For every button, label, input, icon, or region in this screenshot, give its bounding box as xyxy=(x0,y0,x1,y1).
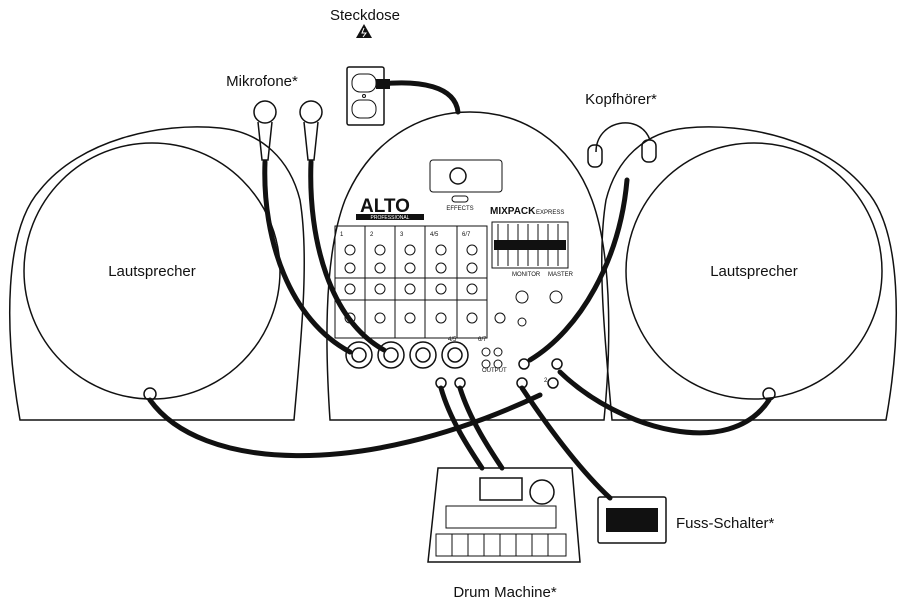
line-out-jack[interactable] xyxy=(547,377,559,389)
drum-machine: Drum Machine* xyxy=(427,467,581,601)
drum-machine-label: Drum Machine* xyxy=(453,584,557,601)
drum-machine-dial[interactable] xyxy=(529,479,555,505)
rca-jack-4[interactable] xyxy=(493,359,503,369)
right-speaker: Lautsprecher xyxy=(601,126,897,421)
power-outlet: Steckdose xyxy=(330,7,461,126)
effects-knob[interactable] xyxy=(449,167,467,185)
headphones-right-cup xyxy=(641,139,657,163)
channel-45-label: 4/5 xyxy=(430,232,439,238)
brand-sub-bar xyxy=(356,214,424,220)
channel-1-label: 1 xyxy=(340,232,344,238)
channel-67-label: 6/7 xyxy=(462,232,471,238)
effects-selector-panel xyxy=(429,159,503,193)
master-label: MASTER xyxy=(548,272,574,278)
speaker-left-label: Lautsprecher xyxy=(108,263,196,280)
mixer-unit: EFFECTS ALTO PROFESSIONAL MIXPACK EXPRES… xyxy=(326,111,610,421)
brand-sub: PROFESSIONAL xyxy=(371,215,410,221)
headphone-jack[interactable] xyxy=(518,358,530,370)
footswitch-label: Fuss-Schalter* xyxy=(676,515,775,532)
microphones-label: Mikrofone* xyxy=(226,73,298,90)
monitor-label: MONITOR xyxy=(512,272,541,278)
drum-machine-pads[interactable] xyxy=(435,533,567,557)
warning-icon xyxy=(356,24,372,38)
left-speaker: Lautsprecher xyxy=(9,126,305,421)
jack-2-label: 2 xyxy=(544,378,548,384)
output-label: OUTPUT xyxy=(482,368,507,374)
channel-knobs xyxy=(344,244,506,324)
mic-input-3[interactable] xyxy=(409,341,437,369)
model-suffix: EXPRESS xyxy=(536,210,564,216)
headphones-left-cup xyxy=(587,144,603,168)
master-knob[interactable] xyxy=(549,290,563,304)
output-jack[interactable] xyxy=(551,358,563,370)
rca-jack-2[interactable] xyxy=(493,347,503,357)
footswitch-pedal[interactable] xyxy=(606,508,658,532)
microphones: Mikrofone* xyxy=(226,73,387,355)
cables xyxy=(147,369,772,501)
drum-machine-buttons[interactable] xyxy=(445,505,557,529)
graphic-eq xyxy=(491,221,569,269)
monitor-button[interactable] xyxy=(517,317,527,327)
brand-logo: ALTO xyxy=(360,196,410,217)
effects-label: EFFECTS xyxy=(446,206,473,212)
mic-2-head xyxy=(299,100,323,124)
mic-input-1[interactable] xyxy=(345,341,373,369)
monitor-knob[interactable] xyxy=(515,290,529,304)
headphones: Kopfhörer* xyxy=(527,91,657,363)
model-name: MIXPACK xyxy=(490,206,536,217)
speaker-right-label: Lautsprecher xyxy=(710,263,798,280)
rca-jack-1[interactable] xyxy=(481,347,491,357)
channel-strips xyxy=(334,225,488,339)
mic-1-head xyxy=(253,100,277,124)
footswitch: Fuss-Schalter* xyxy=(597,496,775,544)
mic-input-45[interactable] xyxy=(441,341,469,369)
rca-jack-3[interactable] xyxy=(481,359,491,369)
headphones-label: Kopfhörer* xyxy=(585,91,657,108)
outlet-label: Steckdose xyxy=(330,7,400,24)
channel-3-label: 3 xyxy=(400,232,404,238)
drum-machine-display xyxy=(479,477,523,501)
channel-2-label: 2 xyxy=(370,232,374,238)
mic-input-2[interactable] xyxy=(377,341,405,369)
effects-button[interactable] xyxy=(451,195,469,203)
jack-67-label: 6/7 xyxy=(478,337,487,343)
jack-45-label: 4/5 xyxy=(448,337,457,343)
